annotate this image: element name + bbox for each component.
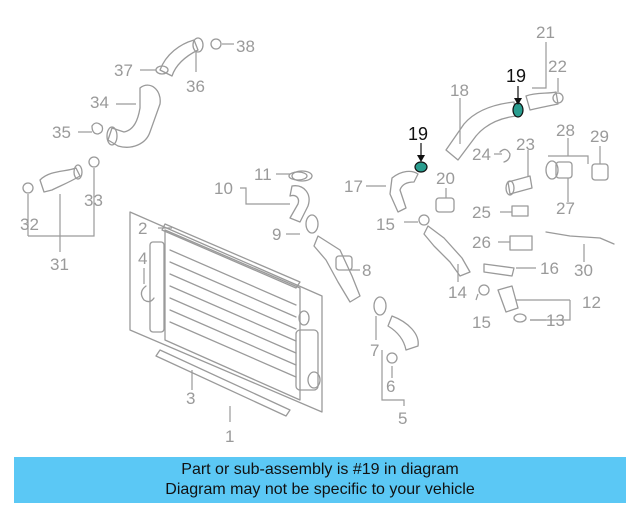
callout-21: 21 (536, 23, 555, 42)
hose-5 (387, 315, 419, 351)
air-guide-lower (155, 349, 291, 417)
clamp-19-upper (512, 102, 524, 118)
callout-29: 29 (590, 127, 609, 146)
parts-diagram: 1 2 3 4 5 6 7 8 9 10 11 12 13 14 15 15 1… (20, 23, 615, 446)
callout-19-upper: 19 (506, 66, 526, 86)
callout-25: 25 (472, 203, 491, 222)
callout-10: 10 (214, 179, 233, 198)
clamp-13 (513, 313, 527, 323)
callout-38: 38 (236, 37, 255, 56)
callout-23: 23 (516, 135, 535, 154)
callout-7: 7 (370, 341, 379, 360)
callout-35: 35 (52, 123, 71, 142)
hose-16 (483, 263, 515, 277)
clamp-19-lower (414, 161, 428, 173)
pipe-14 (423, 225, 471, 277)
hose-12 (497, 285, 519, 313)
callout-19-lower: 19 (408, 124, 428, 144)
bracket-35 (91, 122, 104, 135)
clamp-22 (552, 92, 564, 104)
callout-20: 20 (436, 169, 455, 188)
leader-lines (27, 42, 601, 422)
callout-2: 2 (138, 219, 147, 238)
bracket-25 (511, 205, 529, 217)
bracket-24 (499, 148, 511, 163)
clamp-15-lower (478, 284, 490, 296)
callout-37: 37 (114, 61, 133, 80)
bracket-20 (435, 197, 455, 213)
highlight-arrowheads (417, 98, 522, 162)
callout-1: 1 (225, 427, 234, 446)
hose-17 (389, 170, 419, 213)
clamp-32 (22, 182, 34, 194)
hose-10 (288, 171, 310, 223)
charge-pipe-34 (106, 84, 161, 148)
callout-36: 36 (186, 77, 205, 96)
callout-16: 16 (540, 259, 559, 278)
hose-36 (159, 37, 204, 77)
callout-32: 32 (20, 215, 39, 234)
clamp-6 (386, 352, 398, 364)
callout-18: 18 (450, 81, 469, 100)
callout-15-upper: 15 (376, 215, 395, 234)
banner-line-1: Part or sub-assembly is #19 in diagram (181, 461, 459, 478)
callout-14: 14 (448, 283, 467, 302)
callout-4: 4 (138, 249, 147, 268)
bracket-4 (140, 285, 155, 303)
callout-31: 31 (50, 255, 69, 274)
callout-6: 6 (386, 377, 395, 396)
callout-27: 27 (556, 199, 575, 218)
valve-27 (545, 160, 573, 180)
callout-22: 22 (548, 57, 567, 76)
pipe-8 (313, 235, 361, 303)
bracket-26 (509, 235, 533, 251)
line-30 (545, 231, 615, 245)
hose-21 (525, 91, 559, 111)
clamp-15-upper (418, 214, 430, 226)
callout-13: 13 (546, 311, 565, 330)
banner-line-2: Diagram may not be specific to your vehi… (165, 481, 475, 498)
callout-34: 34 (90, 93, 109, 112)
clamp-11 (291, 170, 313, 182)
callout-24: 24 (472, 145, 491, 164)
callout-28: 28 (556, 121, 575, 140)
hose-31 (39, 164, 83, 193)
callout-30: 30 (574, 261, 593, 280)
info-banner: Part or sub-assembly is #19 in diagram D… (14, 457, 626, 503)
callout-33: 33 (84, 191, 103, 210)
intercooler-assembly (129, 211, 323, 413)
callout-3: 3 (186, 389, 195, 408)
clamp-38 (210, 38, 222, 50)
callout-15-lower: 15 (472, 313, 491, 332)
callout-17: 17 (344, 177, 363, 196)
callout-12: 12 (582, 293, 601, 312)
clamp-7 (373, 296, 387, 316)
callout-9: 9 (272, 225, 281, 244)
clamp-9 (305, 214, 319, 234)
callout-5: 5 (398, 409, 407, 428)
hose-23 (505, 175, 533, 196)
clamp-37 (155, 65, 169, 75)
clamp-33 (88, 156, 100, 168)
sensor-29 (591, 163, 609, 181)
callout-8: 8 (362, 261, 371, 280)
callout-26: 26 (472, 233, 491, 252)
callout-labels: 1 2 3 4 5 6 7 8 9 10 11 12 13 14 15 15 1… (20, 23, 609, 446)
callout-11: 11 (254, 165, 272, 184)
